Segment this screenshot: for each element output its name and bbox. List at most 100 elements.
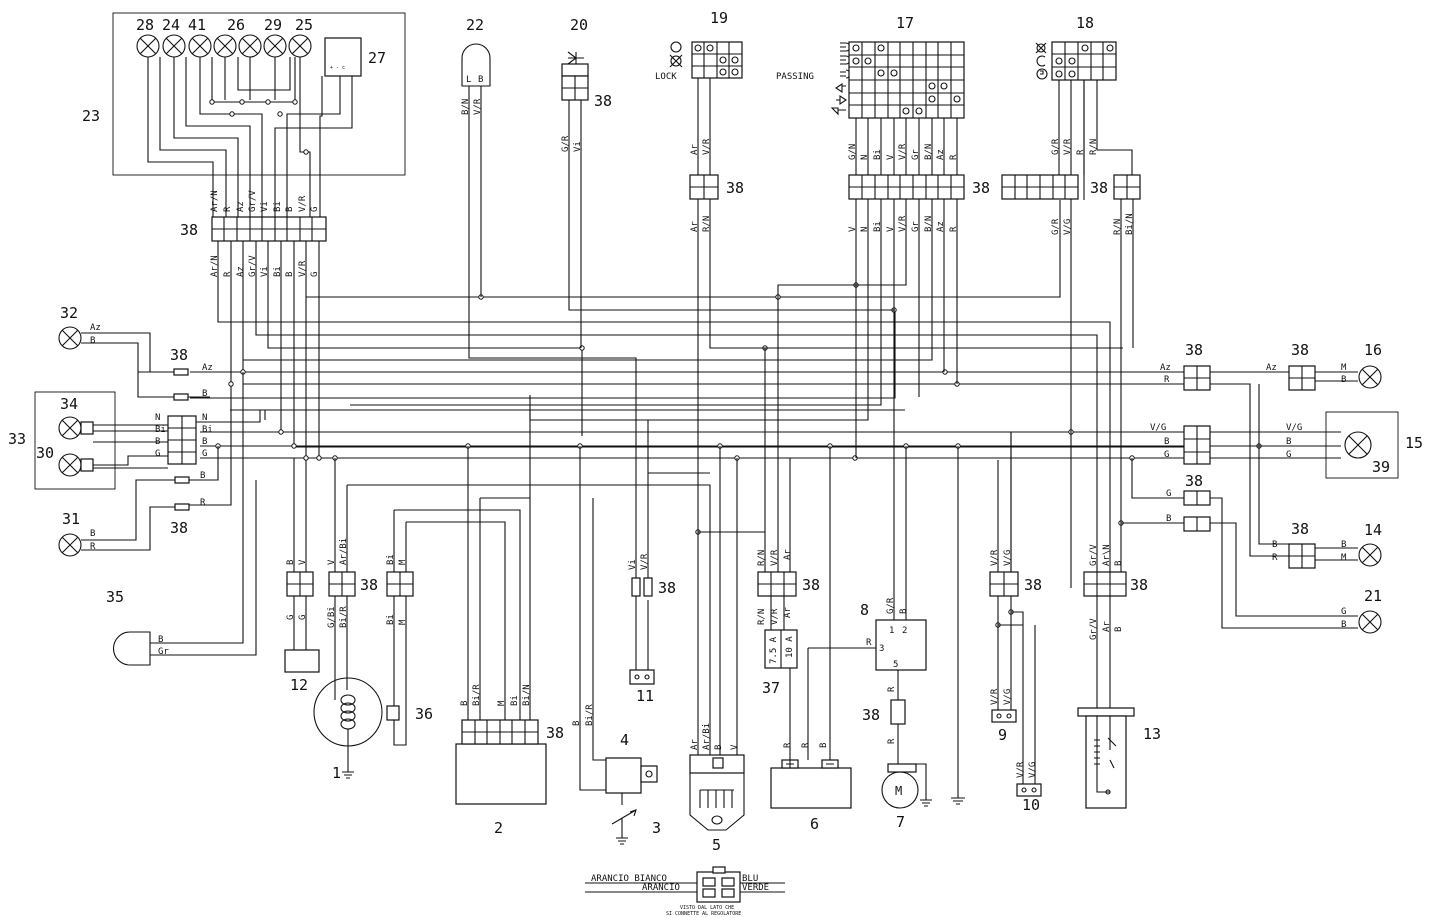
svg-text:G: G (202, 449, 207, 459)
svg-text:R: R (1272, 553, 1278, 563)
svg-text:Bi: Bi (386, 554, 396, 565)
svg-text:22: 22 (466, 16, 484, 34)
svg-text:G/R: G/R (561, 135, 571, 152)
svg-text:B: B (714, 745, 724, 750)
svg-text:Az: Az (936, 221, 946, 232)
svg-text:Gr/V: Gr/V (248, 255, 258, 277)
svg-text:G/R: G/R (1051, 138, 1061, 155)
svg-text:10 A: 10 A (785, 636, 795, 658)
svg-text:14: 14 (1364, 521, 1382, 539)
svg-text:B/N: B/N (924, 216, 934, 232)
svg-text:V/R: V/R (770, 608, 780, 625)
dashboard-panel: + - c (112, 12, 406, 217)
svg-text:B: B (572, 721, 582, 726)
svg-text:G: G (155, 449, 160, 459)
connector-headlight: N Bi B G N Bi B G (155, 410, 261, 465)
svg-text:V/R: V/R (990, 688, 1000, 705)
svg-text:BLU: BLU (742, 874, 758, 884)
svg-text:Bi: Bi (155, 425, 166, 435)
svg-text:10: 10 (1022, 796, 1040, 814)
svg-text:M: M (1341, 363, 1347, 373)
svg-text:38: 38 (546, 724, 564, 742)
svg-text:B: B (285, 207, 295, 212)
main-harness (138, 200, 1262, 628)
svg-text:Az: Az (202, 363, 213, 373)
svg-text:SI CONNETTE AL REGOLATORE: SI CONNETTE AL REGOLATORE (666, 911, 741, 917)
svg-text:R: R (200, 498, 206, 508)
svg-text:V/R: V/R (473, 98, 483, 115)
component-22: L B B/N V/R (461, 43, 637, 580)
svg-text:38: 38 (360, 576, 378, 594)
svg-text:G: G (298, 615, 308, 620)
lamp-14 (1358, 543, 1382, 567)
svg-text:R: R (223, 271, 233, 277)
svg-text:Bi: Bi (873, 221, 883, 232)
connector-right-14: B R B M (1258, 384, 1382, 569)
component-numbers: 28 24 41 26 29 25 27 23 22 20 38 19 38 1… (8, 9, 1423, 854)
svg-text:16: 16 (1364, 341, 1382, 359)
svg-text:V/R: V/R (1016, 761, 1026, 778)
svg-text:Ar: Ar (690, 221, 700, 232)
svg-text:G/N: G/N (848, 144, 858, 160)
svg-text:M: M (497, 700, 507, 706)
svg-text:B: B (1286, 437, 1291, 447)
starter-motor-7: M (881, 763, 932, 809)
svg-text:Bi: Bi (510, 695, 520, 706)
svg-text:32: 32 (60, 304, 78, 322)
svg-text:38: 38 (1291, 341, 1309, 359)
connector-right-16: Az R Az M B (1160, 363, 1382, 557)
starter-relay-8: 1 2 3 5 R G/R B R R (866, 310, 927, 764)
svg-text:21: 21 (1364, 587, 1382, 605)
svg-text:20: 20 (570, 16, 588, 34)
connector-dashboard (211, 216, 327, 242)
svg-text:7.5 A: 7.5 A (769, 636, 779, 664)
svg-text:V/R: V/R (770, 549, 780, 566)
lamp-25 (263, 34, 287, 58)
svg-text:38: 38 (170, 519, 188, 537)
svg-text:Bi/R: Bi/R (585, 704, 595, 726)
pickup-4: B Bi/R (572, 446, 658, 845)
svg-text:Ar\N: Ar\N (1102, 544, 1112, 566)
svg-text:V: V (298, 559, 308, 565)
svg-text:4: 4 (620, 731, 629, 749)
svg-text:Gr: Gr (911, 221, 921, 232)
svg-text:R: R (866, 638, 872, 648)
svg-text:B: B (90, 336, 95, 346)
svg-text:Gr: Gr (911, 149, 921, 160)
regulator-5: Ar Ar/Bi B V (689, 446, 765, 831)
svg-text:N: N (860, 227, 870, 232)
dash-wire-labels: Ar/N R Az Gr/V Vi Bi B V/R G Ar/N R Az G… (210, 190, 320, 277)
svg-text:V/R: V/R (990, 549, 1000, 566)
svg-text:5: 5 (893, 660, 898, 670)
svg-text:B: B (158, 635, 163, 645)
svg-text:38: 38 (1291, 520, 1309, 538)
svg-text:R/N: R/N (702, 216, 712, 232)
svg-text:B: B (200, 471, 205, 481)
svg-text:V: V (848, 226, 858, 232)
svg-text:Bi: Bi (202, 425, 213, 435)
svg-text:Ar/N: Ar/N (210, 190, 220, 212)
lamp-41 (188, 34, 212, 58)
svg-text:Bi/R: Bi/R (339, 606, 349, 628)
svg-text:B: B (90, 529, 95, 539)
svg-text:5: 5 (712, 836, 721, 854)
svg-text:38: 38 (1024, 576, 1042, 594)
svg-text:36: 36 (415, 705, 433, 723)
lamp-26 (213, 34, 237, 58)
svg-text:Gr/V: Gr/V (1089, 618, 1099, 640)
component-20: G/R Vi (561, 51, 895, 348)
svg-text:R: R (1076, 149, 1086, 155)
svg-text:B: B (460, 701, 470, 706)
svg-text:Ar: Ar (1102, 621, 1112, 632)
svg-text:G: G (1341, 607, 1346, 617)
svg-text:38: 38 (170, 346, 188, 364)
svg-text:Bi/N: Bi/N (522, 684, 532, 706)
svg-text:+ - c: + - c (330, 65, 345, 71)
svg-text:Ar/Bi: Ar/Bi (702, 723, 712, 750)
svg-text:G: G (1286, 450, 1291, 460)
svg-text:B/N: B/N (461, 99, 471, 115)
gauge-27: + - c (324, 37, 362, 77)
svg-text:Az: Az (236, 266, 246, 277)
svg-text:V/R: V/R (1063, 138, 1073, 155)
